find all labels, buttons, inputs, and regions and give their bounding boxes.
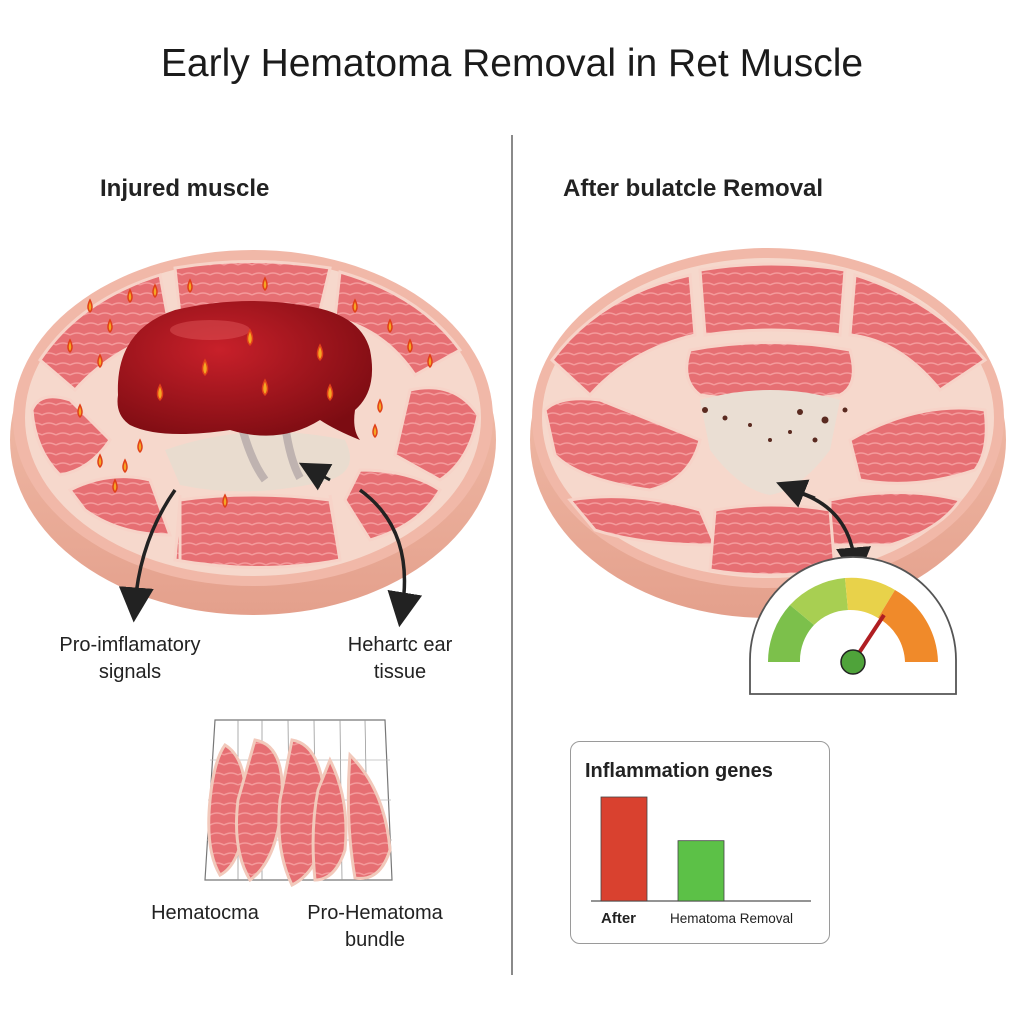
category-label-0: After <box>601 910 636 927</box>
scar-label-line-2: tissue <box>373 661 427 683</box>
category-label-1: Hematoma Removal <box>670 911 793 926</box>
signals-label-line-1: Pro-imflamatory <box>59 634 201 656</box>
signals-label: Pro-imflamatory signals <box>40 632 220 686</box>
injured-muscle-cross-section <box>10 250 496 628</box>
bar-chart: After Hematoma Removal <box>591 796 811 927</box>
page-title: Early Hematoma Removal in Ret Muscle <box>160 42 864 85</box>
hematoma-clot <box>117 301 373 440</box>
bundle-label-line-2: bundle <box>344 929 406 951</box>
inflammation-genes-panel: Inflammation genes After Hematoma Removal <box>570 741 830 944</box>
scar-arrow <box>358 488 423 628</box>
bundle-label: Pro-Hematoma bundle <box>295 900 455 954</box>
scar-label-line-1: Hehartc ear <box>347 634 453 656</box>
hematoma-label: Hematocma <box>151 902 259 924</box>
after-removal-heading: After bulatcle Removal <box>563 175 824 202</box>
inflammation-gauge <box>749 556 957 695</box>
residual-spots <box>702 407 848 443</box>
injured-muscle-heading: Injured muscle <box>100 175 270 202</box>
bar-1 <box>677 840 725 902</box>
healed-muscle-cross-section <box>530 248 1006 618</box>
chart-title: Inflammation genes <box>585 760 773 782</box>
signals-label-line-2: signals <box>98 661 162 683</box>
panel-divider <box>511 135 513 975</box>
bundle-label-line-1: Pro-Hematoma <box>307 902 443 924</box>
scar-tissue-label: Hehartc ear tissue <box>320 632 480 686</box>
inflammation-droplets <box>67 276 433 509</box>
muscle-bundle-illustration <box>204 719 393 888</box>
bar-0 <box>600 796 648 902</box>
signals-arrow <box>118 488 177 623</box>
